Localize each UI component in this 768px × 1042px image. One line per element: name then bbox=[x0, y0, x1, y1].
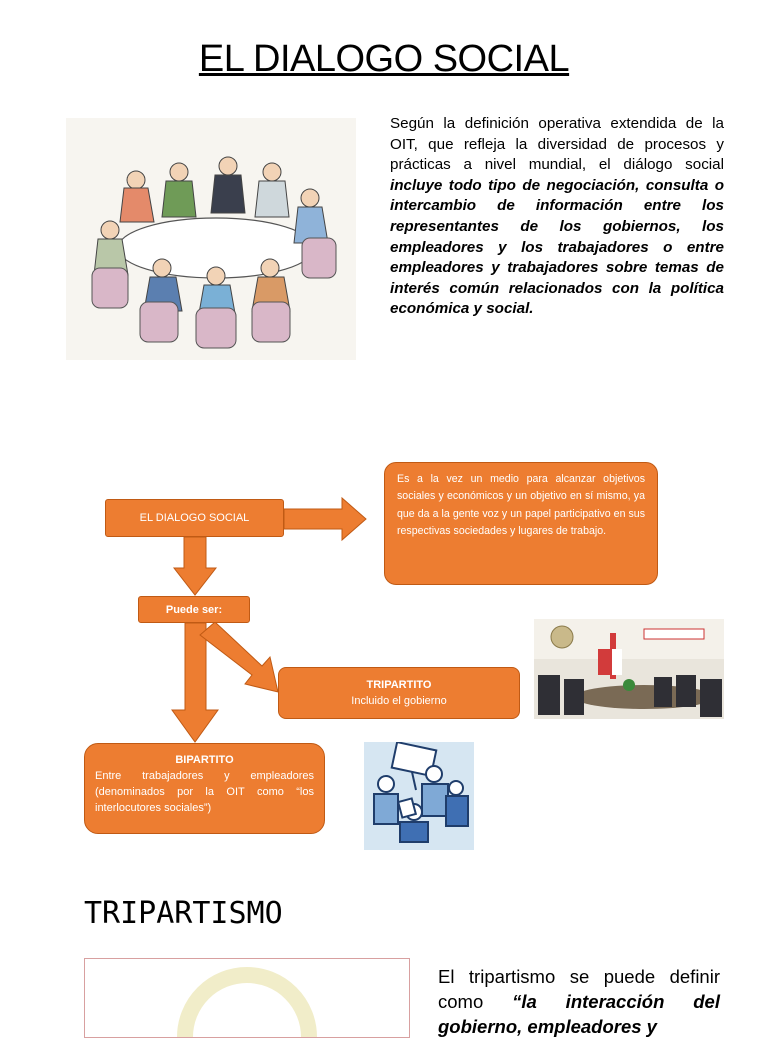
intro-emphasis: incluye todo tipo de negociación, consul… bbox=[390, 176, 724, 318]
arrow-right bbox=[283, 496, 367, 542]
tripartito-box: TRIPARTITO Incluido el gobierno bbox=[278, 667, 520, 719]
medio-description-box: Es a la vez un medio para alcanzar objet… bbox=[384, 462, 658, 585]
bipartito-line-2: (denominados por la OIT como “los bbox=[95, 786, 314, 798]
dialogo-social-box: EL DIALOGO SOCIAL bbox=[105, 499, 284, 537]
tripartismo-logo-graphic bbox=[177, 967, 317, 1038]
bipartito-line-1: Entre trabajadores y empleadores bbox=[95, 770, 314, 782]
tripartismo-heading: TRIPARTISMO bbox=[84, 896, 283, 931]
tripartito-title: TRIPARTITO bbox=[366, 679, 432, 691]
meeting-illustration bbox=[66, 118, 356, 360]
intro-paragraph: Según la definición operativa extendida … bbox=[390, 114, 724, 320]
bipartito-title: BIPARTITO bbox=[175, 754, 234, 766]
page-title: EL DIALOGO SOCIAL bbox=[198, 38, 570, 80]
intro-normal: Según la definición operativa extendida … bbox=[390, 115, 724, 174]
tripartismo-image-frame bbox=[84, 958, 410, 1038]
arrow-diagonal-to-tripartito bbox=[199, 621, 279, 693]
bipartito-line-3: interlocutores sociales”) bbox=[95, 802, 212, 814]
bipartito-box: BIPARTITO Entre trabajadores y empleador… bbox=[84, 743, 325, 834]
tripartismo-paragraph: El tripartismo se puede definir como “la… bbox=[438, 964, 720, 1039]
arrow-down-to-puede bbox=[172, 536, 218, 596]
tripartite-meeting-photo bbox=[534, 619, 724, 719]
tripartismo-normal: El tripartismo se puede definir como bbox=[438, 966, 720, 1012]
puede-ser-box: Puede ser: bbox=[138, 596, 250, 623]
tripartito-subtitle: Incluido el gobierno bbox=[351, 695, 447, 707]
workers-illustration bbox=[364, 742, 474, 850]
